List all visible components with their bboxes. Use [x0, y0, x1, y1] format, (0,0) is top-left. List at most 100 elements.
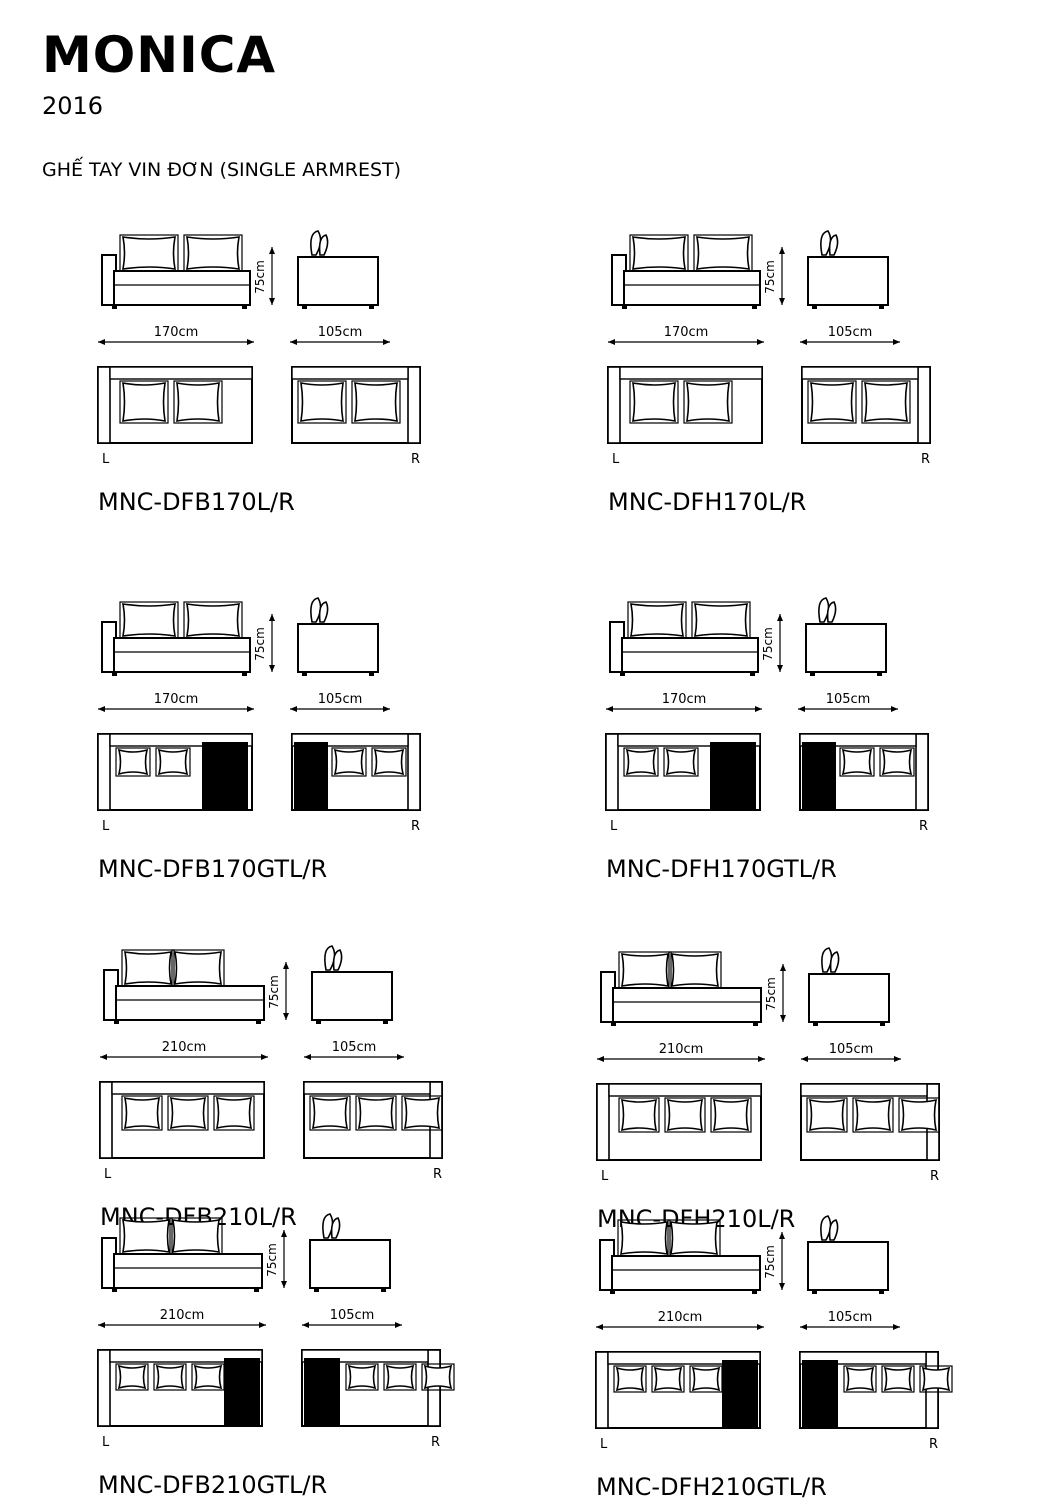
- pillow-outline: [371, 747, 407, 777]
- arrow-head: [779, 247, 785, 254]
- depth-label: 105cm: [318, 325, 363, 340]
- plan-backrest: [291, 366, 409, 380]
- sofa-leg: [242, 672, 247, 676]
- arrow-head: [281, 1230, 287, 1237]
- arrow-head: [290, 339, 297, 345]
- seat-base: [612, 987, 762, 1023]
- chaise-block: [722, 1360, 758, 1428]
- pillow: [122, 1219, 170, 1253]
- arrow-head: [606, 706, 613, 712]
- pillow-outline: [613, 1365, 647, 1393]
- arrow-head: [894, 1056, 901, 1062]
- sofa-leg: [112, 672, 117, 676]
- arrow-head: [757, 1324, 764, 1330]
- sofa-leg: [620, 672, 625, 676]
- pillow: [423, 1364, 453, 1390]
- right-label: R: [411, 452, 420, 467]
- arrow-head: [758, 1056, 765, 1062]
- sofa-leg: [302, 672, 307, 676]
- left-label: L: [600, 1437, 608, 1452]
- height-label: 75cm: [761, 627, 775, 661]
- sofa-leg: [812, 305, 817, 309]
- pillow-outline: [668, 951, 722, 989]
- plan-armrest: [925, 1351, 939, 1429]
- side-body: [311, 971, 393, 1021]
- arrow-head: [780, 964, 786, 971]
- arrow-head: [269, 665, 275, 672]
- back-cushion: [318, 601, 329, 623]
- arrow-head: [281, 1281, 287, 1288]
- left-label: L: [102, 452, 110, 467]
- pillow: [632, 236, 686, 270]
- sofa-leg: [302, 305, 307, 309]
- pillow-outline: [115, 747, 151, 777]
- pillow-outline: [183, 601, 243, 639]
- pillow-outline: [627, 601, 687, 639]
- pillow-outline: [667, 1219, 721, 1257]
- arrow-head: [98, 339, 105, 345]
- sofa-leg: [750, 672, 755, 676]
- pillow: [615, 1366, 645, 1392]
- arrow-head: [383, 706, 390, 712]
- pillow: [900, 1098, 938, 1132]
- pillow-outline: [115, 1363, 149, 1391]
- model-name: MNC-DFB170L/R: [98, 488, 295, 516]
- model-name: MNC-DFH170L/R: [608, 488, 807, 516]
- pillow: [157, 748, 189, 776]
- pillow-outline: [331, 747, 367, 777]
- right-label: R: [929, 1437, 938, 1452]
- front-view: [103, 949, 265, 1024]
- pillow-outline: [919, 1365, 953, 1393]
- arrow-head: [283, 1013, 289, 1020]
- height-label: 75cm: [763, 260, 777, 294]
- arrow-head: [757, 339, 764, 345]
- sofa-leg: [610, 1290, 615, 1294]
- chaise-block: [802, 1360, 838, 1428]
- arrow-head: [893, 339, 900, 345]
- front-view: [611, 234, 761, 309]
- pillow-outline: [383, 1363, 417, 1391]
- pillow: [174, 951, 222, 985]
- pillow: [122, 382, 166, 422]
- height-label: 75cm: [764, 977, 778, 1011]
- pillow: [333, 748, 365, 776]
- pillow-outline: [121, 1095, 163, 1131]
- back-cushion: [818, 597, 830, 623]
- plan-left: [596, 1083, 762, 1161]
- pillow-outline: [213, 1095, 255, 1131]
- back-cushion: [332, 949, 343, 971]
- pillow: [632, 382, 676, 422]
- arrow-head: [893, 1324, 900, 1330]
- arrow-head: [247, 339, 254, 345]
- arrow-head: [269, 614, 275, 621]
- arrow-head: [777, 614, 783, 621]
- pillow-outline: [618, 1097, 660, 1133]
- pillow-outline: [693, 234, 753, 272]
- depth-label: 105cm: [828, 325, 873, 340]
- arrow-head: [800, 1324, 807, 1330]
- pillow: [403, 1096, 441, 1130]
- pillow: [841, 748, 873, 776]
- plan-backrest: [303, 1081, 431, 1095]
- left-label: L: [102, 1435, 110, 1450]
- plan-left: [99, 1081, 265, 1159]
- sofa-leg: [813, 1022, 818, 1026]
- depth-label: 105cm: [829, 1042, 874, 1057]
- pillow: [621, 953, 669, 987]
- sofa-leg: [879, 305, 884, 309]
- plan-backrest: [619, 366, 763, 380]
- pillow-outline: [807, 380, 857, 424]
- sofa-leg: [879, 1290, 884, 1294]
- left-label: L: [612, 452, 620, 467]
- width-label: 170cm: [662, 692, 707, 707]
- chaise-block: [710, 742, 756, 810]
- pillow: [193, 1364, 223, 1390]
- sofa-leg: [112, 305, 117, 309]
- plan-armrest: [596, 1083, 610, 1161]
- model-name: MNC-DFH210GTL/R: [596, 1473, 827, 1501]
